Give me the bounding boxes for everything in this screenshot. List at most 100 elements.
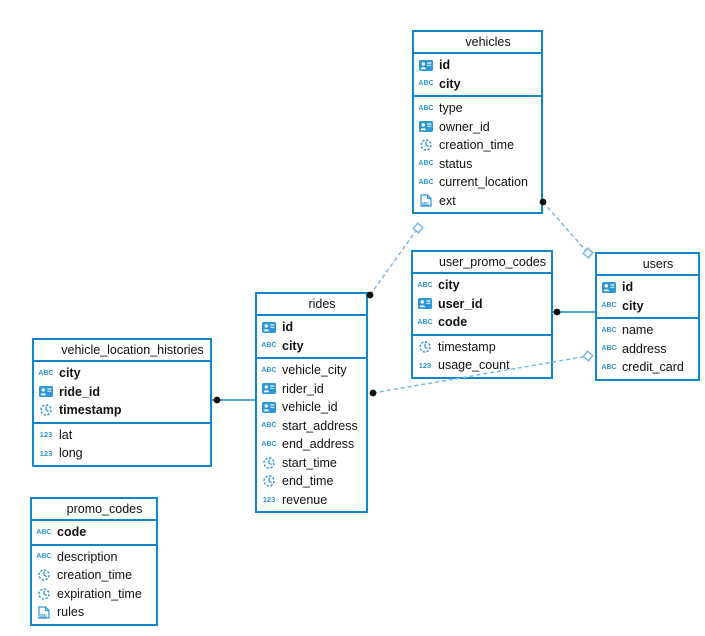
- entity-vehicles[interactable]: vehicles id ABC city ABC type: [412, 30, 543, 214]
- relation-diamond-rides-users: [582, 350, 594, 362]
- entity-header: rides: [257, 294, 366, 316]
- column-row-lat[interactable]: 123 lat: [34, 426, 210, 445]
- column-row-revenue[interactable]: 123 revenue: [257, 491, 366, 510]
- column-name: end_address: [282, 437, 355, 452]
- column-name: revenue: [282, 492, 328, 507]
- column-row-rider_id[interactable]: rider_id: [257, 380, 366, 399]
- relation-dot-user_promo_codes-users: [553, 308, 561, 316]
- column-row-creation_time[interactable]: creation_time: [32, 566, 156, 585]
- entity-promo-codes[interactable]: promo_codes ABC code ABC description cre…: [30, 497, 158, 626]
- column-row-user_id[interactable]: user_id: [413, 295, 551, 314]
- column-row-usage_count[interactable]: 123 usage_count: [413, 356, 551, 375]
- column-row-code[interactable]: ABC code: [413, 313, 551, 332]
- column-name: long: [59, 446, 83, 461]
- text-type-icon: ABC: [261, 366, 277, 374]
- column-row-city[interactable]: ABC city: [413, 276, 551, 295]
- entity-title: users: [642, 257, 674, 271]
- relation-diamond-vehicles-users: [582, 247, 594, 259]
- column-row-ext[interactable]: JSON ext: [414, 192, 541, 211]
- key-columns: ABC city user_id ABC code: [413, 274, 551, 336]
- number-type-icon: 123: [262, 495, 276, 504]
- column-row-status[interactable]: ABC status: [414, 155, 541, 174]
- column-row-code[interactable]: ABC code: [32, 523, 156, 542]
- columns: ABC vehicle_city rider_id vehicle_id ABC: [257, 359, 366, 511]
- relation-dot-rides-users: [369, 389, 377, 397]
- text-type-icon: ABC: [418, 104, 434, 112]
- column-row-current_location[interactable]: ABC current_location: [414, 173, 541, 192]
- column-name: name: [622, 323, 654, 338]
- id-badge-icon: [418, 121, 434, 133]
- column-row-id[interactable]: id: [257, 318, 366, 337]
- clock-icon: [261, 475, 277, 487]
- relation-dot-vehicle_location_histories-rides: [213, 396, 221, 404]
- id-badge-icon: [601, 281, 617, 293]
- entity-users[interactable]: users id ABC city ABC name ABC address A…: [595, 252, 700, 381]
- relation-diamond-rides-vehicles: [412, 222, 424, 234]
- column-name: start_address: [282, 418, 358, 433]
- column-row-long[interactable]: 123 long: [34, 444, 210, 463]
- column-row-city[interactable]: ABC city: [597, 297, 698, 316]
- column-row-owner_id[interactable]: owner_id: [414, 118, 541, 137]
- entity-user-promo-codes[interactable]: user_promo_codes ABC city user_id ABC co…: [411, 250, 553, 379]
- column-name: city: [59, 366, 81, 381]
- column-row-end_address[interactable]: ABC end_address: [257, 435, 366, 454]
- column-row-address[interactable]: ABC address: [597, 340, 698, 359]
- column-row-expiration_time[interactable]: expiration_time: [32, 585, 156, 604]
- column-name: vehicle_id: [282, 400, 338, 415]
- key-columns: ABC code: [32, 521, 156, 546]
- columns: ABC type owner_id creation_time ABC stat…: [414, 97, 541, 212]
- entity-header: promo_codes: [32, 499, 156, 521]
- entity-vehicle-location-histories[interactable]: vehicle_location_histories ABC city ride…: [32, 338, 212, 467]
- column-name: status: [439, 156, 473, 171]
- column-row-end_time[interactable]: end_time: [257, 472, 366, 491]
- column-name: ext: [439, 193, 456, 208]
- column-row-ride_id[interactable]: ride_id: [34, 383, 210, 402]
- id-badge-icon: [261, 321, 277, 333]
- columns: ABC description creation_time expiration…: [32, 546, 156, 624]
- id-badge-icon: [261, 401, 277, 413]
- text-type-icon: ABC: [417, 281, 433, 289]
- column-row-vehicle_city[interactable]: ABC vehicle_city: [257, 361, 366, 380]
- column-name: timestamp: [438, 339, 496, 354]
- number-type-icon: 123: [39, 448, 53, 458]
- entity-title: promo_codes: [66, 502, 143, 516]
- column-row-id[interactable]: id: [414, 56, 541, 75]
- entity-rides[interactable]: rides id ABC city ABC vehicle_city: [255, 292, 368, 513]
- column-row-city[interactable]: ABC city: [414, 75, 541, 94]
- text-type-icon: ABC: [261, 342, 277, 350]
- entity-title: vehicle_location_histories: [61, 343, 204, 357]
- text-type-icon: ABC: [417, 318, 433, 326]
- relation-vehicles-users[interactable]: [542, 201, 589, 254]
- columns: timestamp 123 usage_count: [413, 336, 551, 377]
- id-badge-icon: [417, 298, 433, 310]
- column-row-type[interactable]: ABC type: [414, 99, 541, 118]
- clock-icon: [36, 588, 52, 600]
- entity-header: users: [597, 254, 698, 276]
- column-row-rules[interactable]: JSON rules: [32, 603, 156, 622]
- column-row-timestamp[interactable]: timestamp: [34, 401, 210, 420]
- column-name: id: [282, 320, 294, 335]
- clock-icon: [417, 341, 433, 353]
- column-row-timestamp[interactable]: timestamp: [413, 338, 551, 357]
- column-row-id[interactable]: id: [597, 278, 698, 297]
- column-row-city[interactable]: ABC city: [34, 364, 210, 383]
- column-name: code: [438, 315, 468, 330]
- text-type-icon: ABC: [601, 326, 617, 334]
- text-type-icon: ABC: [38, 369, 54, 377]
- column-name: creation_time: [439, 138, 515, 153]
- column-row-start_time[interactable]: start_time: [257, 454, 366, 473]
- number-type-icon: 123: [418, 360, 432, 370]
- clock-icon: [418, 139, 434, 151]
- column-row-creation_time[interactable]: creation_time: [414, 136, 541, 155]
- column-row-city[interactable]: ABC city: [257, 337, 366, 356]
- column-row-credit_card[interactable]: ABC credit_card: [597, 358, 698, 377]
- number-type-icon: 123: [39, 430, 53, 439]
- column-row-name[interactable]: ABC name: [597, 321, 698, 340]
- text-type-icon: ABC: [261, 422, 277, 430]
- column-name: user_id: [438, 296, 483, 311]
- column-row-vehicle_id[interactable]: vehicle_id: [257, 398, 366, 417]
- column-name: usage_count: [438, 358, 510, 373]
- column-name: code: [57, 525, 87, 540]
- column-row-start_address[interactable]: ABC start_address: [257, 417, 366, 436]
- column-row-description[interactable]: ABC description: [32, 548, 156, 567]
